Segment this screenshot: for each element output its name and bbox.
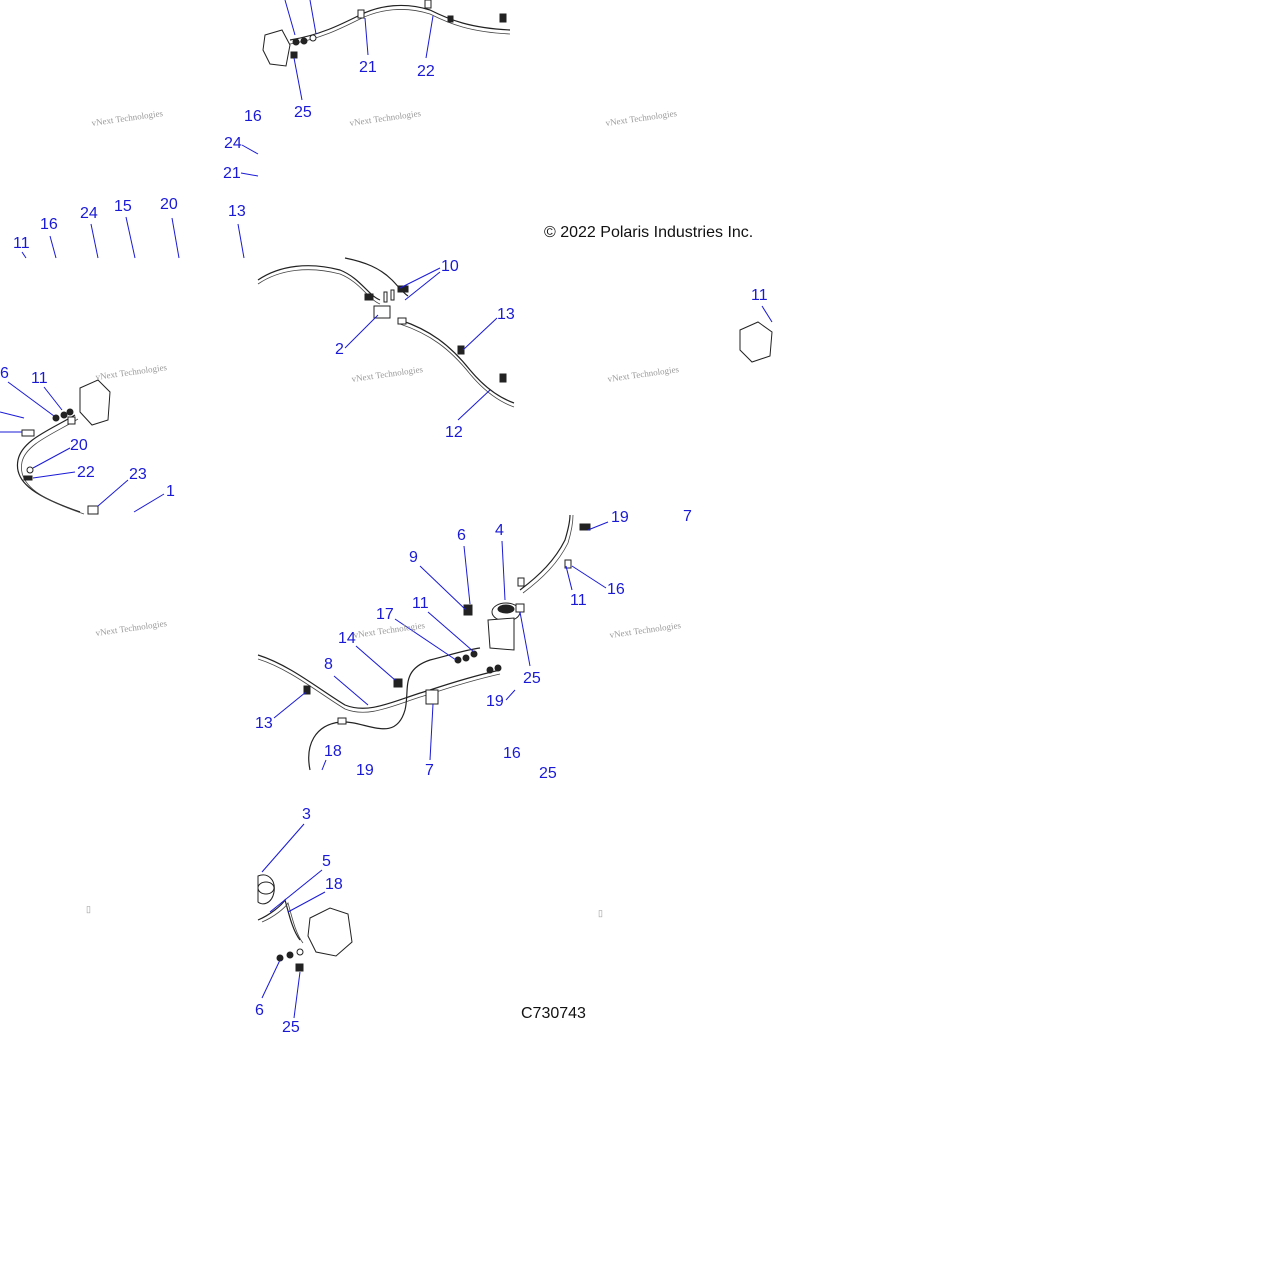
watermark: vNext Technologies bbox=[605, 108, 678, 128]
svg-text:vNext Technologies: vNext Technologies bbox=[351, 364, 424, 384]
callout-22: 22 bbox=[417, 63, 435, 80]
callout-25: 25 bbox=[539, 765, 557, 782]
callout-21: 21 bbox=[359, 59, 377, 76]
callout-25: 25 bbox=[523, 670, 541, 687]
figure-code: C730743 bbox=[521, 1005, 586, 1022]
callout-11: 11 bbox=[31, 370, 48, 387]
callout-13: 13 bbox=[228, 203, 246, 220]
callout-13: 13 bbox=[497, 306, 515, 323]
callout-8: 8 bbox=[324, 656, 333, 673]
callout-11: 11 bbox=[13, 235, 30, 252]
watermark-fragment: ▯ bbox=[598, 908, 603, 918]
callout-6: 6 bbox=[457, 527, 466, 544]
caliper-bottom bbox=[307, 907, 353, 957]
callout-16: 16 bbox=[503, 745, 521, 762]
svg-text:vNext Technologies: vNext Technologies bbox=[91, 108, 164, 128]
callout-11: 11 bbox=[751, 287, 768, 304]
watermark: vNext Technologies bbox=[91, 108, 164, 128]
callout-4: 4 bbox=[495, 522, 504, 539]
callout-20: 20 bbox=[70, 437, 88, 454]
callout-13: 13 bbox=[255, 715, 273, 732]
callout-23: 23 bbox=[129, 466, 147, 483]
top-assembly bbox=[262, 0, 511, 67]
callout-24: 24 bbox=[80, 205, 98, 222]
callout-25: 25 bbox=[294, 104, 312, 121]
callout-19: 19 bbox=[356, 762, 374, 779]
callout-16: 16 bbox=[607, 581, 625, 598]
callout-2: 2 bbox=[335, 341, 344, 358]
callout-14: 14 bbox=[338, 630, 356, 647]
svg-text:vNext Technologies: vNext Technologies bbox=[349, 108, 422, 128]
callout-21: 21 bbox=[223, 165, 241, 182]
callout-22: 22 bbox=[77, 464, 95, 481]
watermark: vNext Technologies bbox=[607, 364, 680, 384]
svg-text:vNext Technologies: vNext Technologies bbox=[609, 620, 682, 640]
callout-5: 5 bbox=[322, 853, 331, 870]
svg-text:vNext Technologies: vNext Technologies bbox=[95, 362, 168, 382]
watermark: vNext Technologies bbox=[349, 108, 422, 128]
callout-6: 6 bbox=[0, 365, 9, 382]
callout-1: 1 bbox=[166, 483, 175, 500]
callout-3: 3 bbox=[302, 806, 311, 823]
caliper-top bbox=[262, 29, 291, 67]
callout-16: 16 bbox=[244, 108, 262, 125]
callout-17: 17 bbox=[376, 606, 394, 623]
caliper-left bbox=[79, 379, 111, 426]
callout-18: 18 bbox=[324, 743, 342, 760]
callout-9: 9 bbox=[409, 549, 418, 566]
callout-16: 16 bbox=[40, 216, 58, 233]
callout-15: 15 bbox=[114, 198, 132, 215]
master-cylinder-assembly bbox=[257, 514, 591, 771]
callout-25: 25 bbox=[282, 1019, 300, 1036]
watermark: vNext Technologies bbox=[351, 364, 424, 384]
right-caliper bbox=[739, 321, 773, 363]
left-caliper-assembly bbox=[16, 379, 111, 515]
copyright-notice: © 2022 Polaris Industries Inc. bbox=[544, 224, 753, 241]
watermark: vNext Technologies bbox=[609, 620, 682, 640]
callout-18: 18 bbox=[325, 876, 343, 893]
callout-11: 11 bbox=[570, 592, 587, 609]
svg-text:vNext Technologies: vNext Technologies bbox=[605, 108, 678, 128]
callout-20: 20 bbox=[160, 196, 178, 213]
rear-caliper-assembly bbox=[257, 874, 353, 972]
center-hose-assembly bbox=[257, 257, 515, 408]
watermark: vNext Technologies bbox=[95, 362, 168, 382]
watermark: vNext Technologies bbox=[95, 618, 168, 638]
callout-11: 11 bbox=[412, 595, 429, 612]
callout-19: 19 bbox=[611, 509, 629, 526]
callout-24: 24 bbox=[224, 135, 242, 152]
callout-19: 19 bbox=[486, 693, 504, 710]
callout-6: 6 bbox=[255, 1002, 264, 1019]
callout-10: 10 bbox=[441, 258, 459, 275]
watermark-fragment: ▯ bbox=[86, 904, 91, 914]
callout-7: 7 bbox=[425, 762, 434, 779]
svg-text:vNext Technologies: vNext Technologies bbox=[607, 364, 680, 384]
callout-12: 12 bbox=[445, 424, 463, 441]
svg-text:vNext Technologies: vNext Technologies bbox=[95, 618, 168, 638]
callout-7: 7 bbox=[683, 508, 692, 525]
